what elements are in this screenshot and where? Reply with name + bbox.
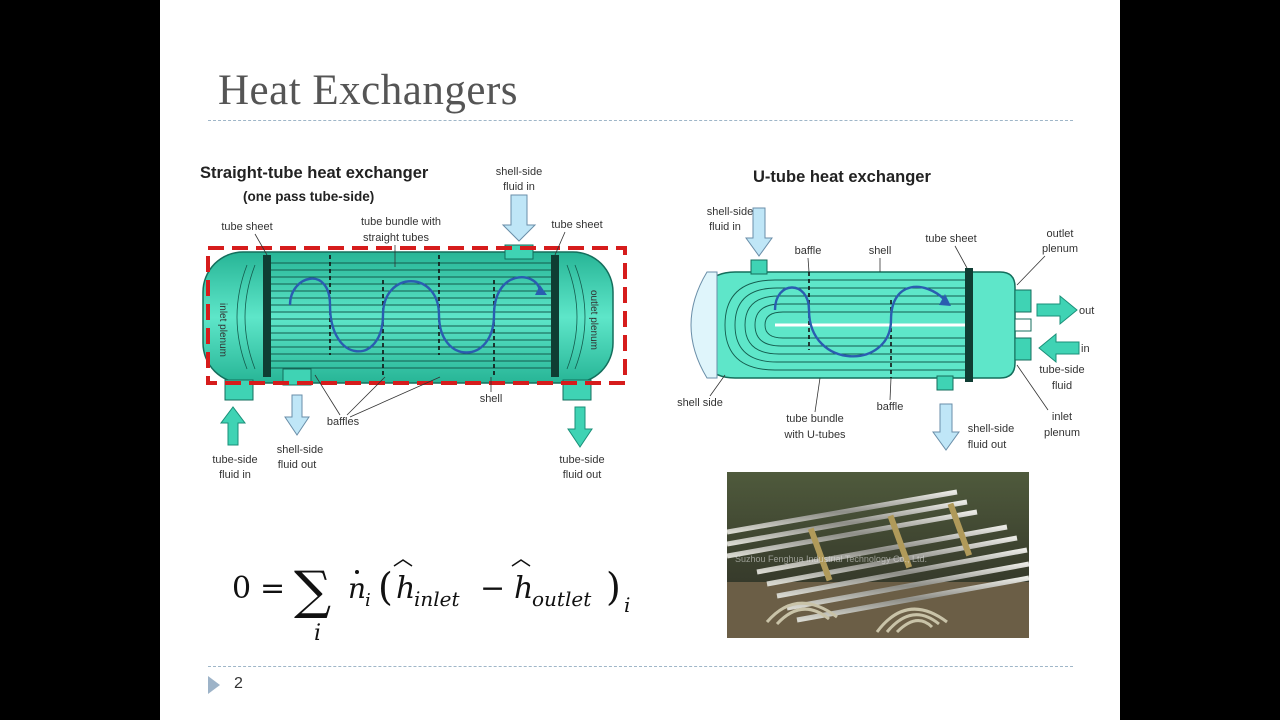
straight-tube-diagram: Straight-tube heat exchanger (one pass t… xyxy=(200,164,627,481)
out-label: out xyxy=(1079,305,1094,317)
tube-side-fluid-label: tube-side xyxy=(1039,364,1084,376)
u-tube-sheet-label: tube sheet xyxy=(925,233,976,245)
eq-sum-symbol: ∑ xyxy=(294,561,331,621)
out-arrow xyxy=(1036,294,1078,326)
eq-rate: n xyxy=(348,572,366,605)
eq-outlet-sub: outlet xyxy=(532,587,592,611)
page-title: Heat Exchangers xyxy=(218,67,518,114)
shell-side-fluid-in-label-2: fluid in xyxy=(503,181,535,193)
tube-side-fluid-in-label: tube-side xyxy=(212,454,257,466)
u-shell-side-in-label: shell-side xyxy=(707,206,753,218)
tube-side-fluid-out-label-2: fluid out xyxy=(563,469,602,481)
eq-equals: = xyxy=(260,571,285,606)
bullet-triangle-icon xyxy=(208,676,220,694)
u-shell-side-label: shell side xyxy=(677,397,723,409)
page-number: 2 xyxy=(234,675,243,692)
straight-tubes xyxy=(271,262,551,369)
tube-sheet-left xyxy=(263,255,271,377)
straight-tube-subtitle: (one pass tube-side) xyxy=(243,189,374,204)
u-tube-bundle-photo: Suzhou Fenghua Industrial Technology Co.… xyxy=(727,472,1029,638)
tube-sheet-right xyxy=(551,255,559,377)
in-label: in xyxy=(1081,343,1090,355)
in-arrow xyxy=(1038,332,1080,364)
u-tube-diagram: U-tube heat exchanger shell-side fluid i… xyxy=(677,168,1094,451)
outlet-plenum-label: outlet plenum xyxy=(588,290,599,350)
tube-bundle-label-2: straight tubes xyxy=(363,232,430,244)
u-shell-side-out-label: shell-side xyxy=(968,423,1014,435)
inlet-plenum-label: inlet plenum xyxy=(217,303,228,357)
photo-watermark: Suzhou Fenghua Industrial Technology Co.… xyxy=(735,554,927,564)
outlet-plenum-label-2: plenum xyxy=(1042,243,1078,255)
shell-side-in-arrow xyxy=(501,194,537,242)
shell-side-fluid-out-label: shell-side xyxy=(277,444,323,456)
tube-side-fluid-out-label: tube-side xyxy=(559,454,604,466)
u-tube-sheet xyxy=(965,268,973,382)
u-shell-side-in-arrow xyxy=(745,207,773,257)
eq-enthalpy-outlet: h xyxy=(514,571,533,606)
tube-side-fluid-label-2: fluid xyxy=(1052,380,1072,392)
footer-divider xyxy=(208,666,1073,667)
plenum-lines xyxy=(236,264,586,370)
tube-sheet-right-label: tube sheet xyxy=(551,219,602,231)
shell-side-fluid-in-label: shell-side xyxy=(496,166,542,178)
u-shell-side-out-label-2: fluid out xyxy=(968,439,1007,451)
inlet-plenum-label: inlet xyxy=(1052,411,1072,423)
eq-inlet-sub: inlet xyxy=(414,587,461,611)
baffles-label: baffles xyxy=(327,416,360,428)
u-flow-arrow xyxy=(773,285,946,358)
tube-side-in-arrow xyxy=(220,406,246,446)
tube-side-fluid-in-label-2: fluid in xyxy=(219,469,251,481)
eq-enthalpy-inlet: h xyxy=(396,571,415,606)
u-shell-side-in-label-2: fluid in xyxy=(709,221,741,233)
shell-label: shell xyxy=(480,393,503,405)
u-shell-label: shell xyxy=(869,245,892,257)
u-tube-bundle-label: tube bundle xyxy=(786,413,844,425)
shell-side-out-arrow xyxy=(284,394,310,436)
tube-bundle-label: tube bundle with xyxy=(361,216,441,228)
u-baffle-top-label: baffle xyxy=(795,245,822,257)
u-tube-title: U-tube heat exchanger xyxy=(753,168,931,186)
shell-side-fluid-out-label-2: fluid out xyxy=(278,459,317,471)
tube-side-out-arrow xyxy=(567,406,593,448)
shell-flow-arrow xyxy=(288,276,542,354)
eq-close-paren: ) xyxy=(606,565,621,609)
eq-lhs: 0 xyxy=(232,571,251,606)
eq-rate-sub: i xyxy=(365,590,371,611)
u-tube-bundle-label-2: with U-tubes xyxy=(783,429,846,441)
slide: Heat Exchangers Straight-tube heat excha… xyxy=(160,0,1120,720)
u-shell-side-out-arrow xyxy=(932,403,960,451)
energy-balance-equation: 0 = ∑ i n i ( h inlet − h outlet ) i xyxy=(232,559,630,646)
eq-outer-sub: i xyxy=(624,593,630,617)
u-baffle-bottom-label: baffle xyxy=(877,401,904,413)
outlet-plenum-label: outlet xyxy=(1047,228,1074,240)
highlight-box xyxy=(206,246,627,385)
title-divider xyxy=(208,120,1073,121)
eq-minus: − xyxy=(480,571,505,606)
straight-tube-title: Straight-tube heat exchanger xyxy=(200,164,429,182)
eq-open-paren: ( xyxy=(378,565,393,609)
u-tubes xyxy=(724,279,965,371)
tube-sheet-left-label: tube sheet xyxy=(221,221,272,233)
eq-sum-index: i xyxy=(314,621,321,646)
inlet-plenum-label-2: plenum xyxy=(1044,427,1080,439)
